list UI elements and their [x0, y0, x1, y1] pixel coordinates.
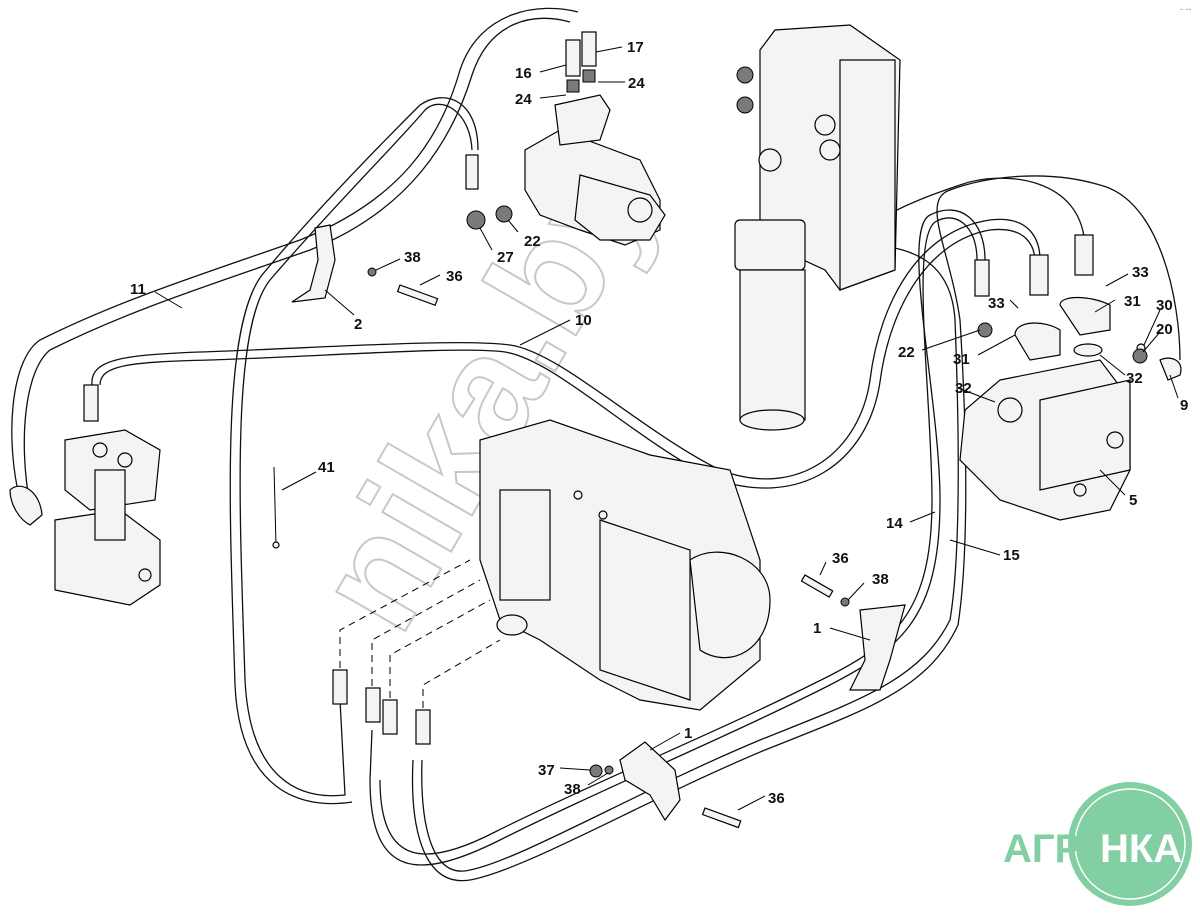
- callout-22: 22: [898, 344, 915, 361]
- callout-31: 31: [953, 351, 970, 368]
- hose-15: [411, 175, 1181, 882]
- callout-32: 32: [955, 380, 972, 397]
- callout-38: 38: [564, 781, 581, 798]
- callout-11: 11: [130, 281, 146, 298]
- valve-block: [734, 24, 901, 431]
- hose-16-loop: [229, 97, 479, 805]
- callout-38: 38: [404, 249, 421, 266]
- manifold-block: [9, 384, 161, 606]
- callout-1: 1: [813, 620, 821, 637]
- bracket-1-right: [849, 604, 906, 691]
- callout-24: 24: [515, 91, 532, 108]
- agronika-logo: АГРО НКА: [1003, 782, 1192, 906]
- callout-10: 10: [575, 312, 592, 329]
- callout-37: 37: [538, 762, 555, 779]
- callout-27: 27: [497, 249, 514, 266]
- callout-20: 20: [1156, 321, 1173, 338]
- callout-17: 17: [627, 39, 644, 56]
- callout-30: 30: [1156, 297, 1173, 314]
- logo-text-right: НКА: [1100, 827, 1182, 871]
- callout-36: 36: [446, 268, 463, 285]
- fittings-lower: [332, 559, 501, 745]
- callout-33: 33: [988, 295, 1005, 312]
- callout-14: 14: [886, 515, 903, 532]
- bracket-2: [291, 224, 336, 303]
- callout-31: 31: [1124, 293, 1141, 310]
- callout-41: 41: [318, 459, 335, 476]
- callout-36: 36: [832, 550, 849, 567]
- valve-5: [959, 234, 1182, 521]
- callout-22: 22: [524, 233, 541, 250]
- pump-upper: [524, 94, 666, 246]
- callout-2: 2: [354, 316, 362, 333]
- fittings-16-17: [465, 31, 597, 230]
- callout-1: 1: [684, 725, 692, 742]
- leader-lines: [154, 46, 1179, 811]
- bolts: [367, 267, 850, 829]
- hose-11: [11, 7, 579, 506]
- callout-15: 15: [1003, 547, 1020, 564]
- corner-mark: - --: [1180, 4, 1192, 14]
- callout-24: 24: [628, 75, 645, 92]
- callout-36: 36: [768, 790, 785, 807]
- callout-16: 16: [515, 65, 532, 82]
- callout-38: 38: [872, 571, 889, 588]
- callout-33: 33: [1132, 264, 1149, 281]
- tie-41: [272, 466, 280, 549]
- callout-9: 9: [1180, 397, 1188, 414]
- callouts: 17 16 24 24 22 27 38 36 11 2 10 33 33 31…: [130, 39, 1188, 807]
- logo-circle: [1068, 782, 1192, 906]
- bracket-1-lower: [619, 741, 681, 822]
- callout-5: 5: [1129, 492, 1137, 509]
- main-pump: [479, 419, 771, 711]
- logo-text-left: АГРО: [1003, 827, 1112, 871]
- callout-32: 32: [1126, 370, 1143, 387]
